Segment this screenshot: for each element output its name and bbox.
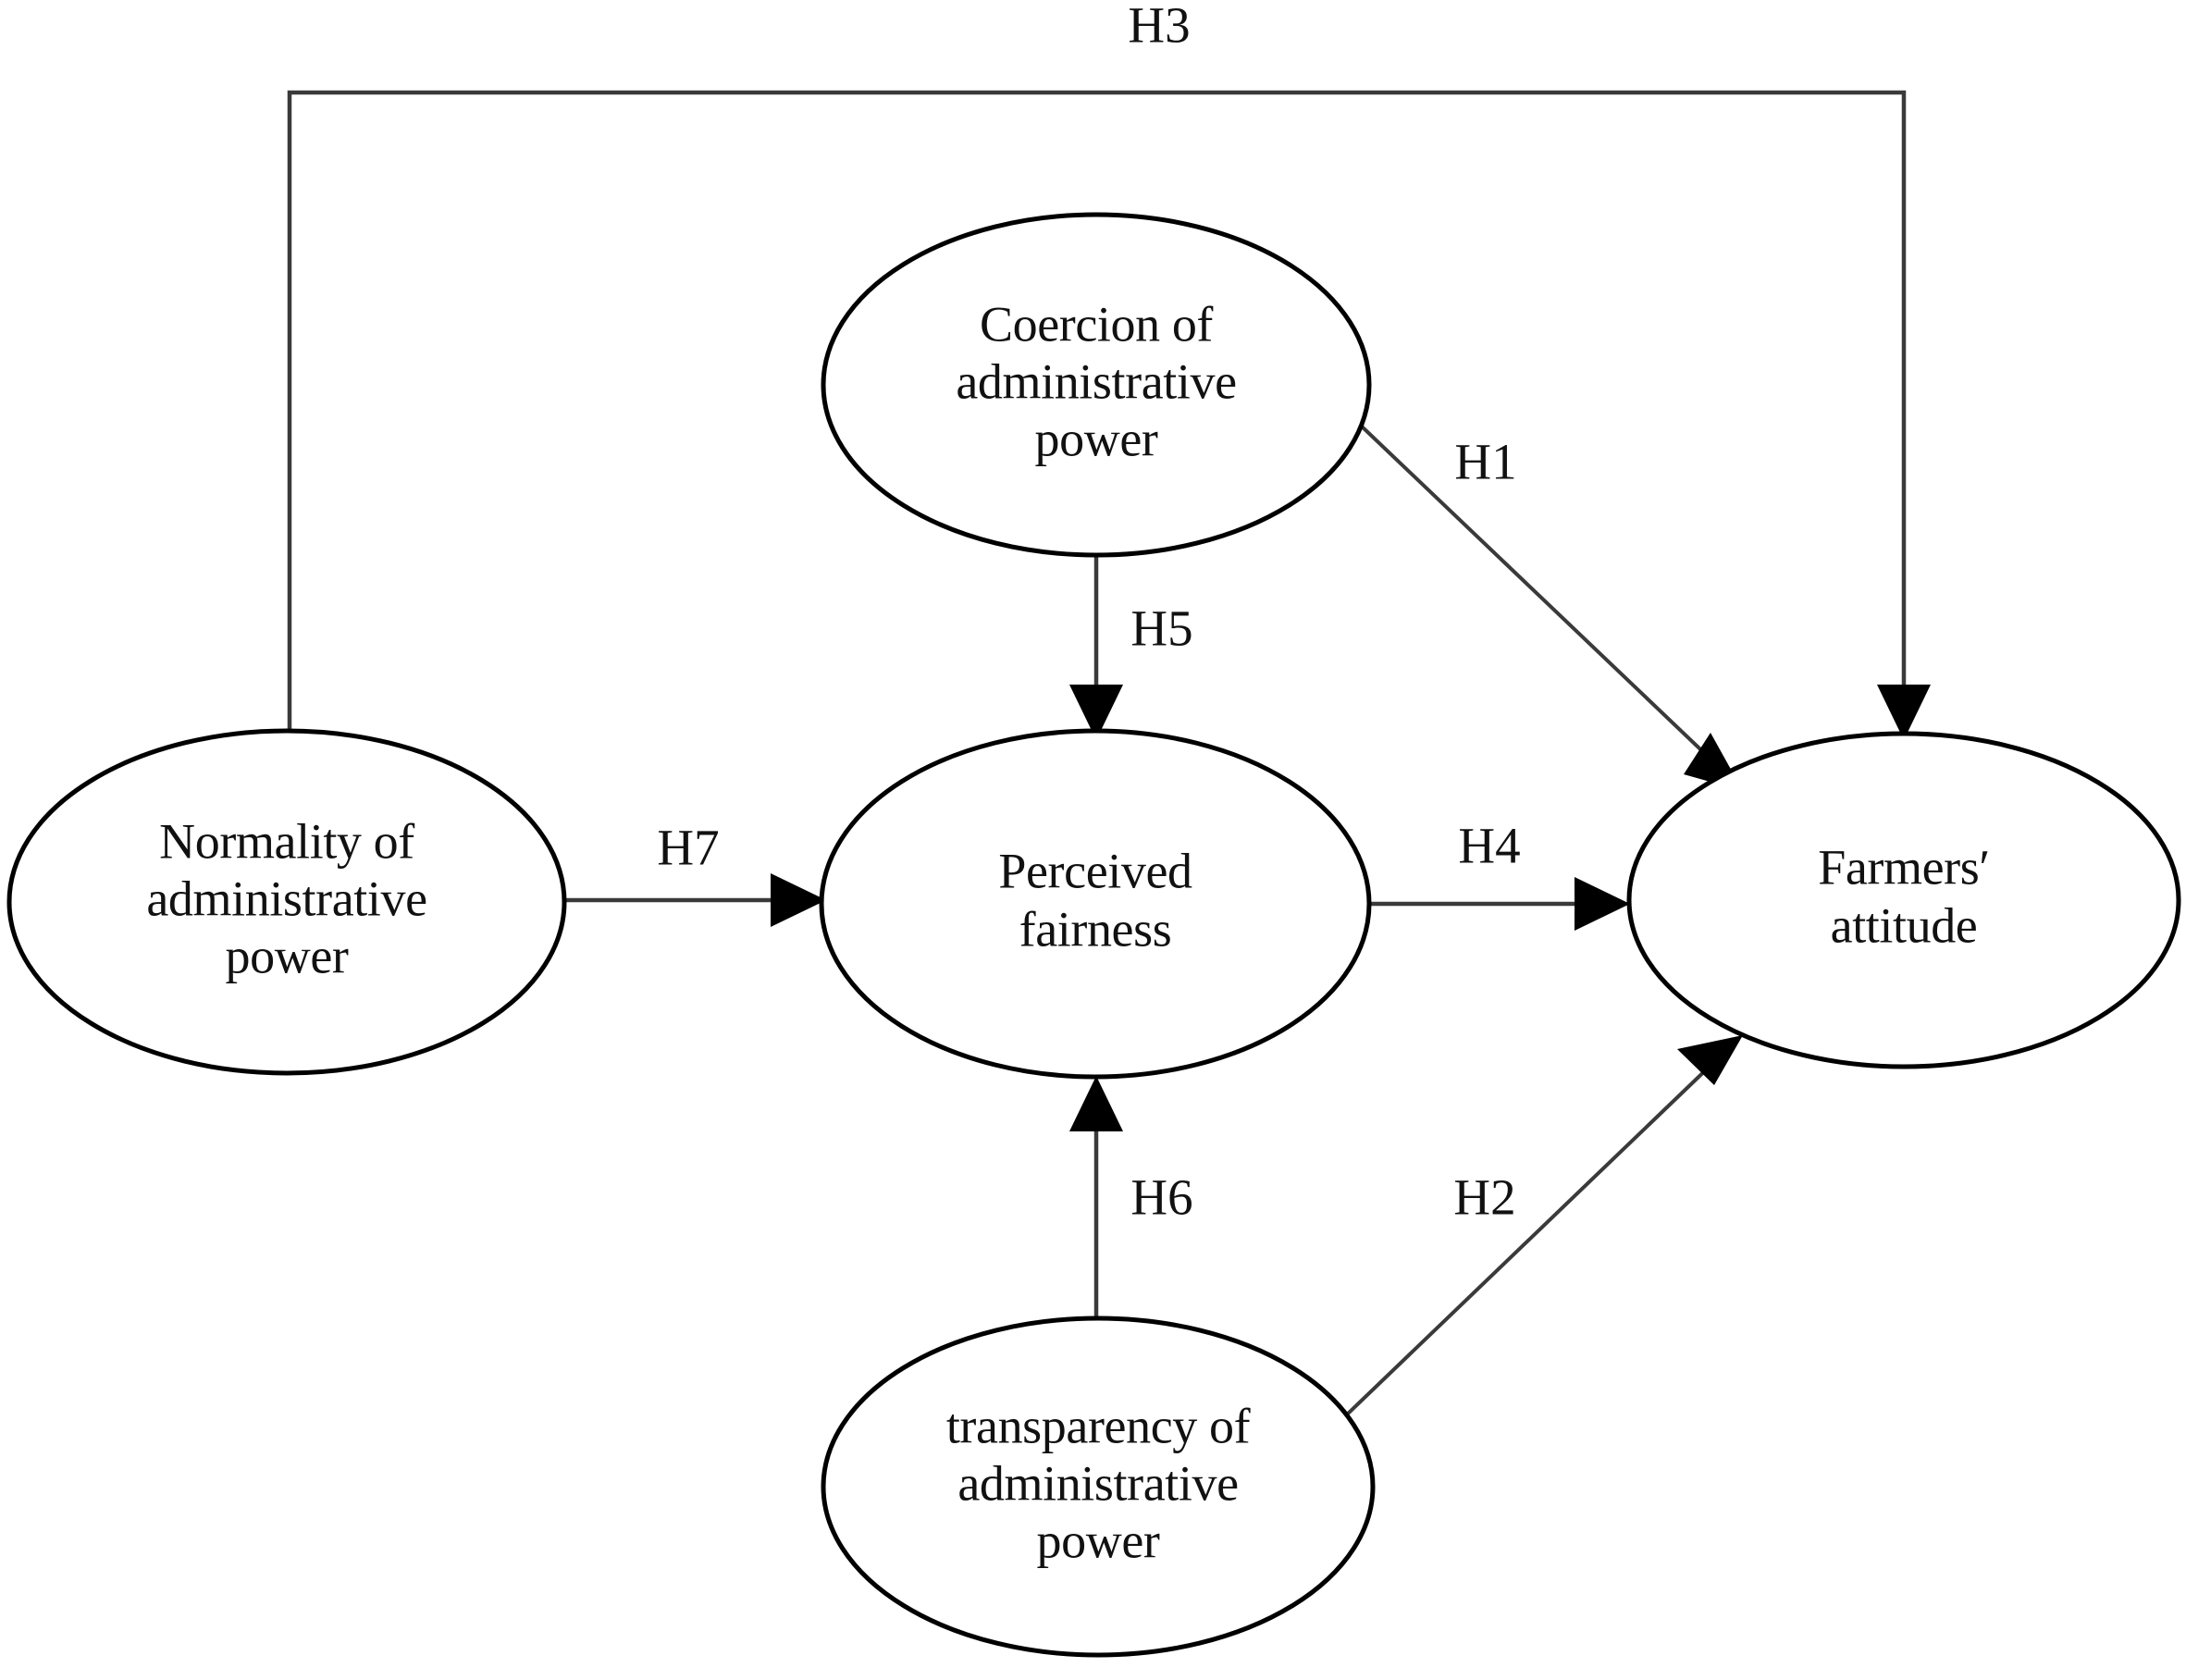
edge-h2-path — [1344, 1058, 1718, 1417]
edge-label-h7: H7 — [657, 820, 719, 876]
edge-label-h5: H5 — [1130, 600, 1192, 657]
node-normality-label-line2: administrative — [146, 871, 426, 926]
node-normality-ellipse[interactable] — [6, 728, 567, 1076]
node-perceived-fairness-label-line2: fairness — [1019, 901, 1172, 957]
node-transparency-label-line1: transparency of — [946, 1398, 1251, 1453]
edge-h1 — [1340, 405, 1743, 791]
node-coercion-label-line1: Coercion of — [980, 296, 1213, 352]
node-normality-label-line1: Normality of — [159, 813, 414, 869]
node-farmers-attitude-label-line1: Farmers′ — [1818, 839, 1990, 895]
edge-h5-arrowhead — [1069, 685, 1123, 740]
node-perceived-fairness-ellipse[interactable] — [819, 728, 1372, 1080]
edge-h3-arrowhead — [1877, 685, 1931, 740]
node-farmers-attitude-label-line2: attitude — [1831, 897, 1978, 953]
edge-h2-arrowhead — [1677, 1035, 1743, 1085]
node-farmers-attitude[interactable]: Farmers′ attitude — [1626, 731, 2181, 1069]
node-transparency-label-line3: power — [1037, 1513, 1160, 1568]
node-normality-label-line3: power — [226, 928, 349, 983]
edge-h4-arrowhead — [1575, 877, 1630, 931]
edge-h3 — [287, 90, 1931, 740]
edge-label-h2: H2 — [1453, 1169, 1515, 1226]
edge-h6 — [1069, 1076, 1123, 1321]
node-perceived-fairness[interactable]: Perceived fairness — [819, 728, 1372, 1080]
node-transparency-ellipse[interactable] — [821, 1316, 1376, 1658]
node-coercion-of-administrative-power[interactable]: Coercion of administrative power — [821, 212, 1372, 558]
node-coercion-label-line3: power — [1035, 411, 1158, 466]
edge-h6-arrowhead — [1069, 1076, 1123, 1131]
node-farmers-attitude-ellipse[interactable] — [1626, 731, 2181, 1069]
node-coercion-label-line2: administrative — [956, 353, 1236, 409]
edge-h7 — [562, 873, 826, 927]
node-coercion-ellipse[interactable] — [821, 212, 1372, 558]
edge-h2 — [1344, 1035, 1743, 1417]
edge-h4 — [1367, 877, 1630, 931]
edge-h7-arrowhead — [771, 873, 826, 927]
edge-label-h6: H6 — [1130, 1169, 1192, 1226]
edge-h1-path — [1340, 405, 1720, 768]
node-transparency-of-administrative-power[interactable]: transparency of administrative power — [821, 1316, 1376, 1658]
node-perceived-fairness-label-line1: Perceived — [998, 843, 1192, 898]
edge-label-h3: H3 — [1128, 0, 1190, 54]
edge-h3-path — [287, 90, 1907, 735]
node-transparency-label-line2: administrative — [957, 1455, 1238, 1511]
node-normality-of-administrative-power[interactable]: Normality of administrative power — [6, 728, 567, 1076]
edge-label-h4: H4 — [1458, 818, 1520, 874]
edge-h5 — [1069, 555, 1123, 740]
edge-label-h1: H1 — [1454, 434, 1516, 490]
